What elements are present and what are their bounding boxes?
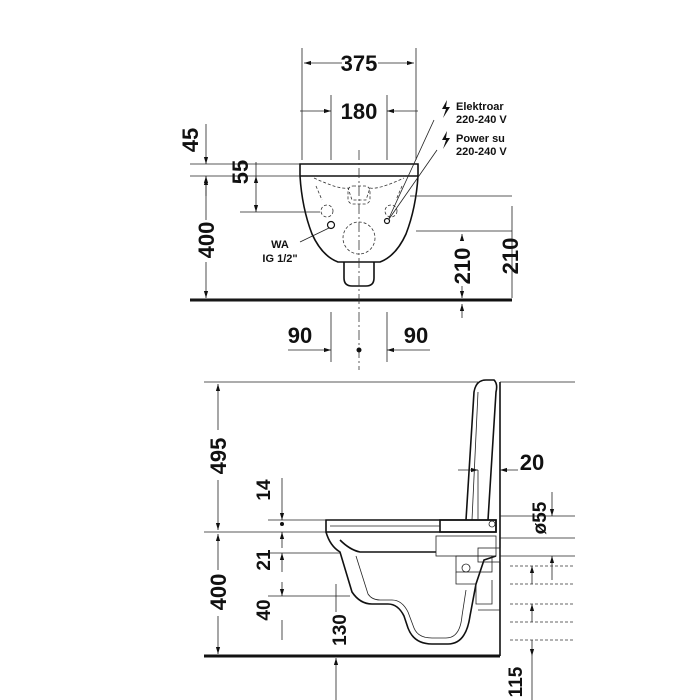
power-en-label-1: Power su bbox=[456, 133, 505, 145]
power-en-label-2: 220-240 V bbox=[456, 146, 507, 158]
dim-20-label: 20 bbox=[520, 450, 544, 475]
dim-40-label: 40 bbox=[254, 599, 275, 620]
lightning-icon bbox=[442, 100, 450, 118]
side-view: 495 400 14 21 40 130 20 ø55 bbox=[204, 379, 575, 700]
side-bowl bbox=[325, 531, 497, 645]
dim-210-label: 210 bbox=[450, 248, 475, 285]
dim-400-side-label: 400 bbox=[206, 574, 231, 611]
dim-21-label: 21 bbox=[254, 549, 275, 571]
power-connection-dot bbox=[383, 217, 391, 225]
front-bowl-outline bbox=[299, 163, 419, 263]
water-label-1: WA bbox=[271, 239, 289, 251]
dim-90-right-label: 90 bbox=[404, 323, 428, 348]
dim-115-label: 115 bbox=[506, 666, 527, 697]
dim-d55-label: ø55 bbox=[530, 501, 551, 534]
side-lid bbox=[465, 379, 498, 521]
power-de-label-2: 220-240 V bbox=[456, 114, 507, 126]
dim-400-label: 400 bbox=[194, 222, 219, 259]
dim-14-label: 14 bbox=[254, 479, 275, 501]
water-connection-dot bbox=[326, 220, 336, 230]
dim-495-label: 495 bbox=[206, 438, 231, 475]
dim-375-label: 375 bbox=[341, 51, 378, 76]
dim-55-label: 55 bbox=[228, 160, 253, 184]
dim-45-label: 45 bbox=[178, 128, 203, 152]
lightning-icon-2 bbox=[442, 131, 450, 149]
front-view: 375 180 WA IG 1/2" Elektroar 220-2 bbox=[178, 48, 523, 370]
dim-210-cut-label: 210 bbox=[498, 238, 523, 275]
dim-180-label: 180 bbox=[341, 99, 378, 124]
dim-90-left-label: 90 bbox=[288, 323, 312, 348]
water-label-2: IG 1/2" bbox=[262, 253, 297, 265]
power-de-label-1: Elektroar bbox=[456, 101, 504, 113]
front-drain-circle bbox=[342, 221, 376, 255]
dim-130-label: 130 bbox=[330, 614, 351, 646]
